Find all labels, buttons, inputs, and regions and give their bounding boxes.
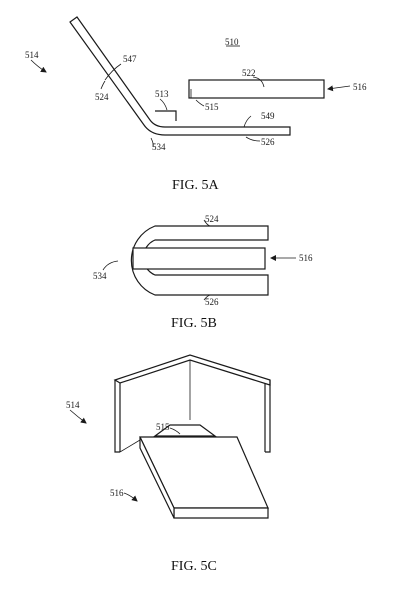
ref-534-5b: 534 [93, 271, 107, 281]
ref-524-5b: 524 [205, 214, 219, 224]
ref-526-5b: 526 [205, 297, 219, 307]
ref-547: 547 [123, 54, 137, 64]
stand-514-shape [113, 354, 271, 453]
caption-fig-5b: FIG. 5B [171, 316, 217, 331]
ref-516: 516 [353, 82, 367, 92]
ref-516-5c: 516 [110, 488, 124, 498]
cover-assembly-514-shape [69, 16, 291, 136]
hinge-515-shape [153, 424, 217, 437]
caption-fig-5a: FIG. 5A [172, 178, 220, 193]
ref-526: 526 [261, 137, 275, 147]
ref-510: 510 [225, 37, 239, 47]
ref-514: 514 [25, 50, 39, 60]
device-516-shape [188, 79, 325, 99]
ref-513: 513 [155, 89, 169, 99]
ref-515-5c: 515 [156, 422, 170, 432]
ref-524: 524 [95, 92, 109, 102]
ref-514-5c: 514 [66, 400, 80, 410]
figure-5a: 510 514 547 522 516 524 513 515 549 534 … [25, 16, 367, 193]
ref-522: 522 [242, 68, 256, 78]
figure-5b: 524 516 534 526 FIG. 5B [93, 214, 313, 331]
ref-516-5b: 516 [299, 253, 313, 263]
ref-515: 515 [205, 102, 219, 112]
device-516-slab [139, 436, 269, 519]
ref-534: 534 [152, 142, 166, 152]
device-516-inserted [132, 247, 266, 270]
figure-5c: 514 515 516 FIG. 5C [66, 354, 271, 574]
caption-fig-5c: FIG. 5C [171, 559, 217, 574]
ref-549: 549 [261, 111, 275, 121]
